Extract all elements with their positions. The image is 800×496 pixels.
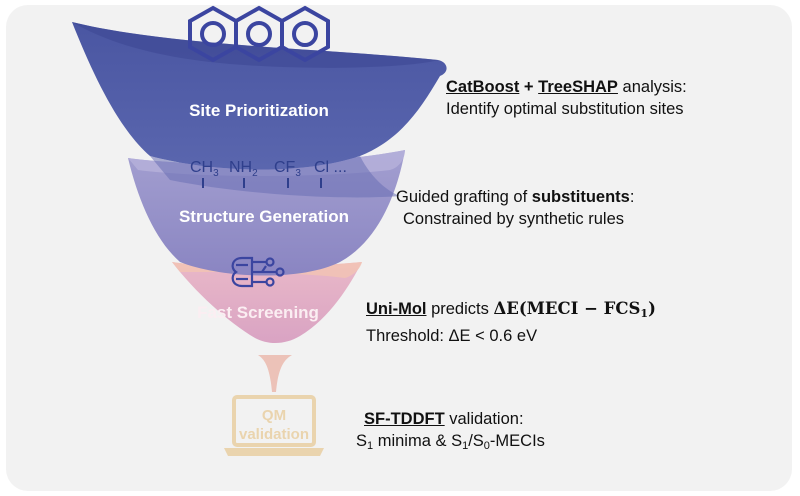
- funnel-spout: [258, 355, 292, 392]
- description-line: Guided grafting of substituents:: [396, 188, 635, 206]
- stage-label-site-prioritization: Site Prioritization: [189, 101, 329, 120]
- laptop-icon: [224, 395, 324, 456]
- stage-label-qm-validation: validation: [239, 426, 309, 443]
- substituent-nh2: NH2: [229, 159, 258, 179]
- description-line: CatBoost + TreeSHAP analysis:: [446, 78, 687, 96]
- substituent-ch3: CH3: [190, 159, 219, 179]
- description-site-prioritization: CatBoost + TreeSHAP analysis: Identify o…: [446, 76, 687, 120]
- substituent-cl: Cl ...: [314, 159, 347, 176]
- description-line: Constrained by synthetic rules: [403, 210, 625, 228]
- stage-band-fast-screening: [172, 262, 362, 344]
- stage-band-site-prioritization-fold: [72, 22, 438, 68]
- substituent-row: CH3 NH2 CF3 Cl ...: [190, 159, 347, 188]
- description-structure-generation: Guided grafting of substituents: Constra…: [396, 186, 634, 230]
- description-fast-screening: Uni-Mol predicts ΔE(MECI − FCS1) Thresho…: [366, 298, 656, 347]
- substituent-cf3: CF3: [274, 159, 301, 179]
- stage-label-structure-generation: Structure Generation: [179, 207, 349, 226]
- neural-network-icon: [231, 256, 285, 288]
- description-line: Identify optimal substitution sites: [446, 100, 684, 118]
- benzene-ring-icon: [188, 5, 330, 63]
- description-qm-validation: SF-TDDFT validation: S1 minima & S1/S0-M…: [356, 408, 545, 457]
- description-line: SF-TDDFT validation:: [364, 410, 524, 428]
- description-line: S1 minima & S1/S0-MECIs: [356, 432, 545, 452]
- stage-band-site-prioritization-wrap: [150, 156, 400, 198]
- description-line: Uni-Mol predicts ΔE(MECI − FCS1): [366, 299, 656, 320]
- stage-label-fast-screening: Fast Screening: [197, 303, 319, 322]
- stage-label-qm: QM: [262, 407, 286, 424]
- description-line: Threshold: ΔE < 0.6 eV: [366, 327, 538, 345]
